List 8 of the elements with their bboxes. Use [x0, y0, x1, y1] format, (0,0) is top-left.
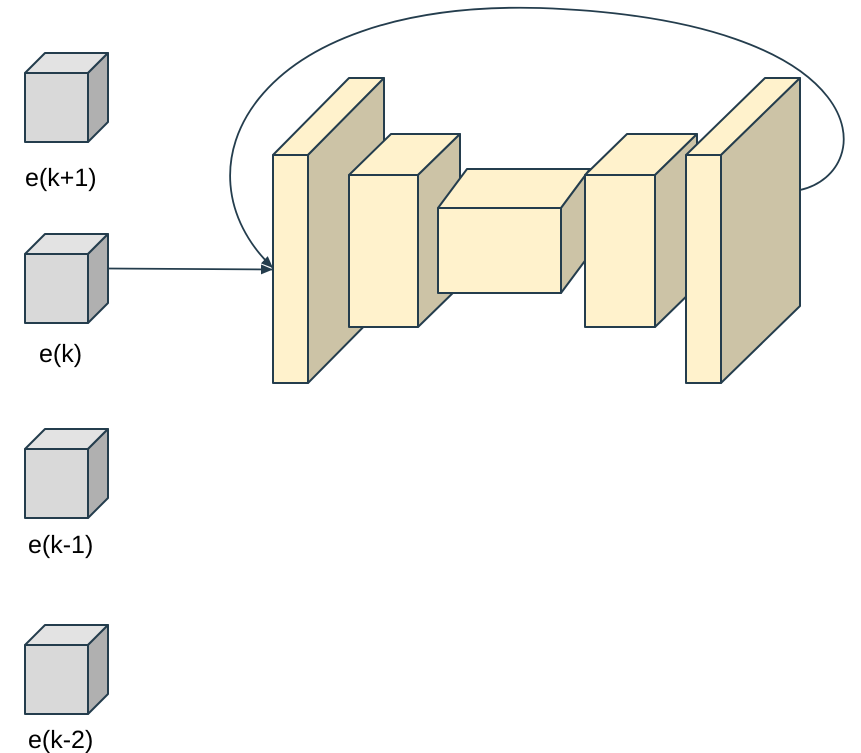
- layer-block: [685, 77, 801, 384]
- arrow: [230, 7, 844, 269]
- arrow: [108, 264, 273, 274]
- cube-label: e(k): [39, 340, 82, 368]
- layer-block: [437, 168, 591, 294]
- cube-label: e(k+1): [25, 164, 97, 192]
- cube-label: e(k-1): [28, 531, 94, 559]
- cube-label: e(k-2): [28, 726, 94, 753]
